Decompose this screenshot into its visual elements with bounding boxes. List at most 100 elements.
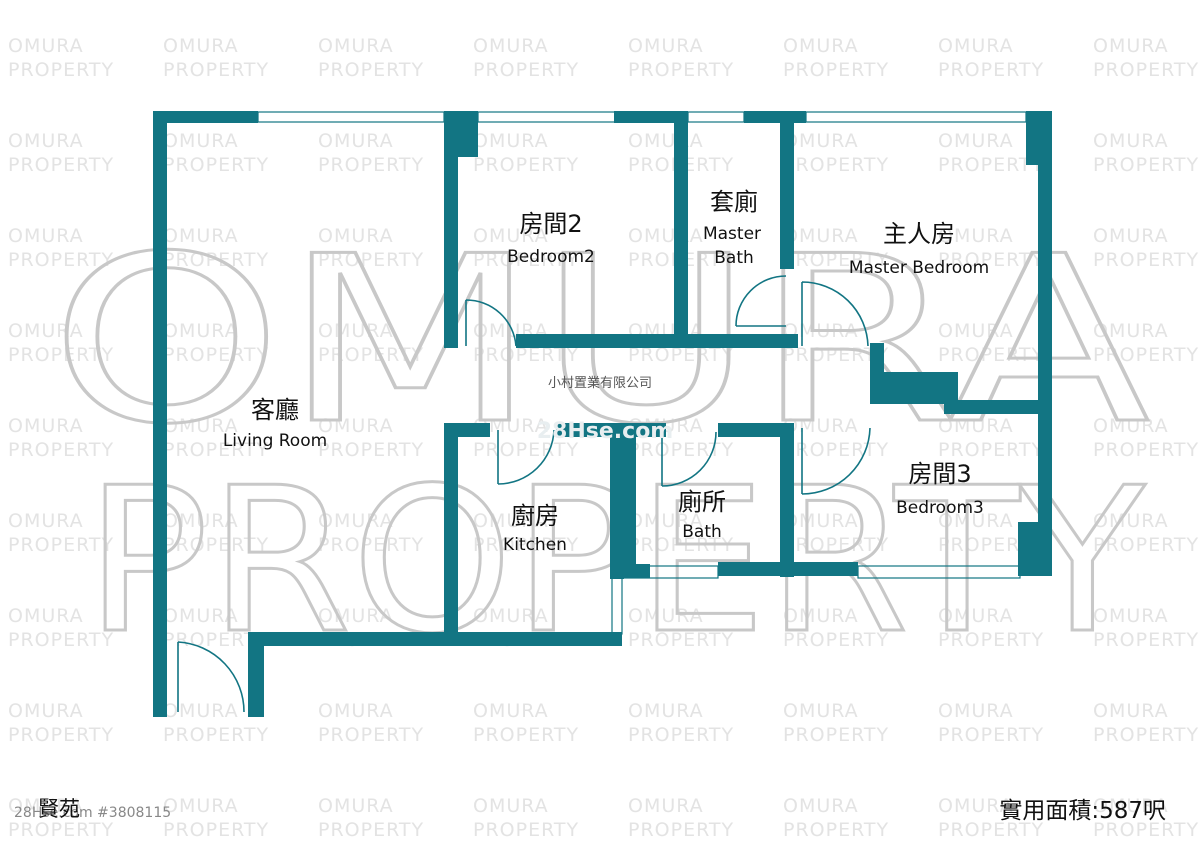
watermark-tile-line1: OMURA [163,795,239,817]
living-room-label-cn: 客廳 [251,396,299,424]
watermark-tile-line1: OMURA [938,510,1014,532]
bedroom2-label-en: Bedroom2 [507,247,595,267]
watermark-tile-line2: PROPERTY [938,154,1044,176]
watermark-tile-line2: PROPERTY [163,724,269,746]
watermark-tile-line2: PROPERTY [8,534,114,556]
watermark-tile-line1: OMURA [938,795,1014,817]
watermark-tile-line2: PROPERTY [8,344,114,366]
watermark-tile-line1: OMURA [938,225,1014,247]
watermark-tile-line1: OMURA [628,510,704,532]
watermark-tile-line1: OMURA [163,130,239,152]
watermark-tile-line2: PROPERTY [163,629,269,651]
watermark-tile-line1: OMURA [783,510,859,532]
watermark-tile-line1: OMURA [8,225,84,247]
watermark-tile-line1: OMURA [628,35,704,57]
watermark-tile-line1: OMURA [1093,700,1169,722]
watermark-tile-line2: PROPERTY [318,534,424,556]
watermark-tile-line2: PROPERTY [628,59,734,81]
watermark-tile-line2: PROPERTY [628,629,734,651]
watermark-tile-line2: PROPERTY [938,819,1044,841]
watermark-tile-line1: OMURA [318,510,394,532]
watermark-tile-line2: PROPERTY [163,819,269,841]
watermark-tile-line2: PROPERTY [783,534,889,556]
watermark-tile-line1: OMURA [318,795,394,817]
watermark-tile-line1: OMURA [473,130,549,152]
watermark-tile-line1: OMURA [1093,605,1169,627]
bath-label-cn: 廁所 [678,488,726,516]
kitchen-label-cn: 廚房 [511,502,559,530]
watermark-tile-line2: PROPERTY [318,724,424,746]
company-name: 小村置業有限公司 [548,375,652,391]
watermark-tile-line2: PROPERTY [1093,629,1199,651]
watermark-tile-line2: PROPERTY [8,724,114,746]
watermark-tile-line2: PROPERTY [8,59,114,81]
watermark-tile-line2: PROPERTY [473,59,579,81]
master-bath-label-cn: 套廁 [710,188,758,216]
watermark-tile-line2: PROPERTY [938,59,1044,81]
kitchen-label-en: Kitchen [503,535,567,555]
watermark-tile-line1: OMURA [473,700,549,722]
listing-reference: 28Hse.com #3808115 [14,805,172,821]
watermark-tile-line1: OMURA [938,605,1014,627]
watermark-tile-line2: PROPERTY [783,249,889,271]
watermark-tile-line1: OMURA [938,700,1014,722]
watermark-tile-line2: PROPERTY [1093,819,1199,841]
watermark-tile-line2: PROPERTY [1093,59,1199,81]
watermark-tile-line1: OMURA [628,130,704,152]
saleable-area: 實用面積:587呎 [999,798,1166,824]
master-bath-label-en2: Bath [714,248,754,268]
watermark-tile-line2: PROPERTY [473,249,579,271]
watermark-tile-line2: PROPERTY [163,154,269,176]
watermark-tile-line1: OMURA [938,320,1014,342]
watermark-tile-line1: OMURA [1093,225,1169,247]
watermark-tile-line1: OMURA [163,415,239,437]
watermark-tile-line1: OMURA [8,605,84,627]
watermark-tile-line2: PROPERTY [938,249,1044,271]
watermark-tile-line2: PROPERTY [628,724,734,746]
watermark-tile-line1: OMURA [783,35,859,57]
watermark-tile-line1: OMURA [318,700,394,722]
watermark-tile-line1: OMURA [1093,130,1169,152]
watermark-tile-line1: OMURA [473,605,549,627]
watermark-tile-line2: PROPERTY [473,534,579,556]
watermark-tile-line2: PROPERTY [1093,344,1199,366]
watermark-tile-line1: OMURA [1093,795,1169,817]
watermark-tile-line2: PROPERTY [783,59,889,81]
watermark-tile-line1: OMURA [783,225,859,247]
watermark-tile-line1: OMURA [783,700,859,722]
watermark-tile-line1: OMURA [473,35,549,57]
watermark-tile-line2: PROPERTY [318,249,424,271]
master-bedroom-label-en: Master Bedroom [849,258,989,278]
watermark-tile-line2: PROPERTY [318,439,424,461]
watermark-tile-line2: PROPERTY [8,439,114,461]
watermark-tile-line1: OMURA [783,795,859,817]
watermark-tile-line2: PROPERTY [628,819,734,841]
watermark-tile-line1: OMURA [1093,320,1169,342]
watermark-tile-line2: PROPERTY [473,344,579,366]
watermark-tile-line2: PROPERTY [1093,249,1199,271]
watermark-tile-line1: OMURA [163,320,239,342]
watermark-tile-line2: PROPERTY [8,819,114,841]
watermark-tile-line2: PROPERTY [1093,724,1199,746]
watermark-tile-line2: PROPERTY [628,534,734,556]
watermark-tile-line1: OMURA [8,35,84,57]
watermark-tile-line1: OMURA [163,605,239,627]
watermark-tile-line2: PROPERTY [163,534,269,556]
watermark-tile-line2: PROPERTY [628,344,734,366]
watermark-tile-line2: PROPERTY [783,629,889,651]
watermark-tile-line1: OMURA [318,130,394,152]
watermark-tile-line2: PROPERTY [938,629,1044,651]
watermark-tile-line1: OMURA [938,415,1014,437]
master-bedroom-label-cn: 主人房 [883,220,955,248]
watermark-tile-line2: PROPERTY [628,439,734,461]
watermark-tile-line1: OMURA [8,130,84,152]
watermark-tile-line2: PROPERTY [8,154,114,176]
watermark-tile-line2: PROPERTY [473,724,579,746]
watermark-tile-line1: OMURA [1093,35,1169,57]
bedroom2-label-cn: 房間2 [519,210,582,238]
watermark-tile-line2: PROPERTY [938,439,1044,461]
watermark-tile-line2: PROPERTY [1093,154,1199,176]
watermark-tile-line2: PROPERTY [163,249,269,271]
watermark-tile-line1: OMURA [628,605,704,627]
watermark-tile-line2: PROPERTY [783,819,889,841]
